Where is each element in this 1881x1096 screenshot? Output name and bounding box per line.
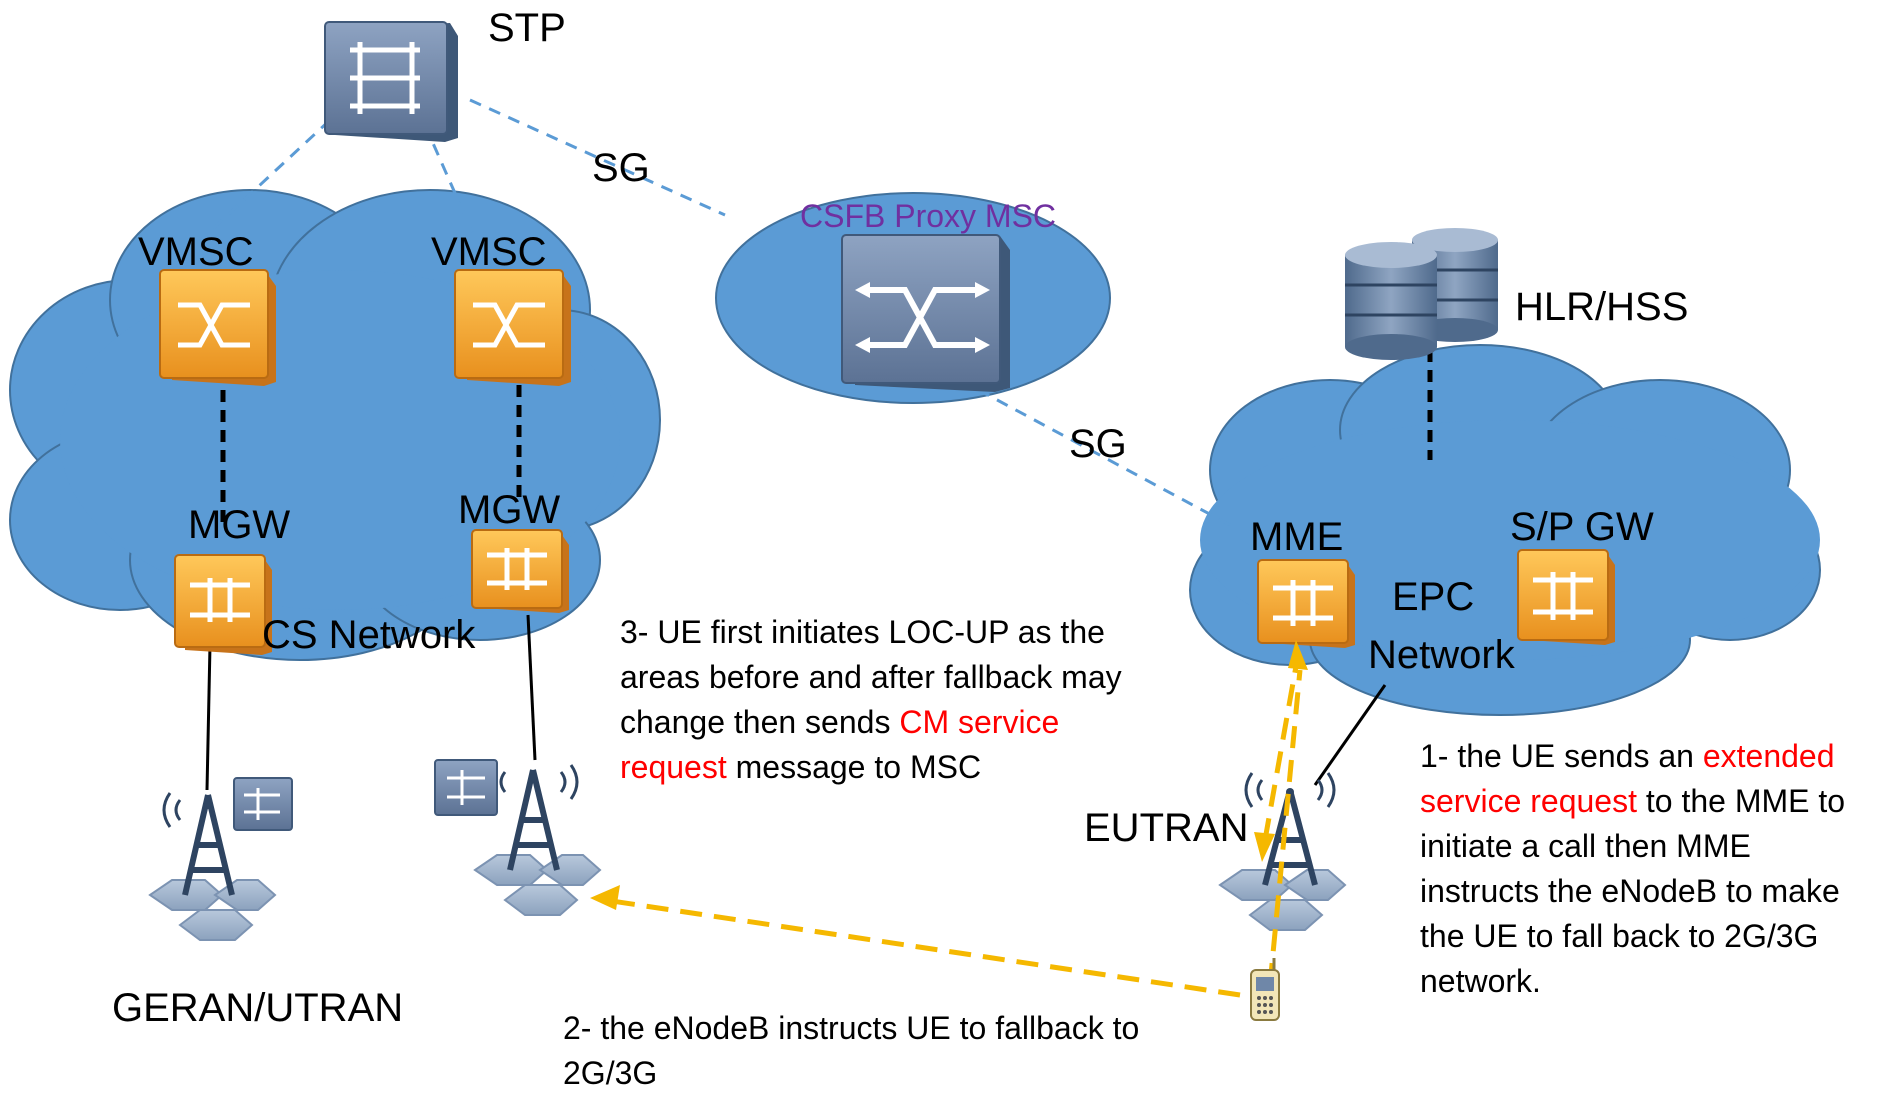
stp-label: STP bbox=[488, 6, 566, 50]
mme-label: MME bbox=[1250, 515, 1344, 559]
stp-icon[interactable] bbox=[324, 21, 458, 142]
eutran-enodeb-tower-icon[interactable] bbox=[1218, 772, 1347, 931]
step3-note: 3- UE first initiates LOC-UP as the area… bbox=[620, 610, 1140, 790]
cs-network-label: CS Network bbox=[262, 613, 476, 657]
epc-label: EPC bbox=[1392, 575, 1475, 619]
step1-prefix: 1- the UE sends an bbox=[1420, 738, 1703, 774]
sp-gw-icon[interactable] bbox=[1517, 549, 1615, 645]
epc-network-cloud bbox=[1189, 344, 1821, 716]
mgw-left-label: MGW bbox=[188, 503, 291, 547]
bsc-left-icon[interactable] bbox=[233, 777, 293, 831]
mgw-left-tower-link bbox=[205, 644, 212, 791]
geran-utran-tower-right-icon[interactable] bbox=[473, 764, 602, 916]
internal-links bbox=[220, 350, 1433, 530]
fallback-arrows bbox=[604, 654, 1303, 998]
eutran-label: EUTRAN bbox=[1084, 806, 1249, 850]
arrow-heads bbox=[590, 640, 1308, 910]
step1-suffix: to the MME to initiate a call then MME i… bbox=[1420, 783, 1846, 999]
sg-top-label: SG bbox=[592, 146, 650, 190]
mgw-right-label: MGW bbox=[458, 488, 561, 532]
mme-ue-arrow bbox=[1267, 669, 1303, 986]
vmsc-left-icon[interactable] bbox=[159, 269, 276, 386]
mgw-right-tower-link bbox=[526, 614, 537, 761]
mgw-right-icon[interactable] bbox=[471, 529, 569, 613]
step2-note: 2- the eNodeB instructs UE to fallback t… bbox=[563, 1010, 1140, 1091]
epc-eutran-link bbox=[1313, 684, 1387, 786]
step1-note: 1- the UE sends an extended service requ… bbox=[1420, 734, 1870, 1004]
sg-bottom-label: SG bbox=[1069, 422, 1127, 466]
hlr-hss-database-icon[interactable] bbox=[1345, 228, 1498, 360]
mme-icon[interactable] bbox=[1257, 559, 1355, 648]
ue-mme-arrow bbox=[1262, 654, 1301, 841]
proxy-mme-link bbox=[959, 378, 1231, 527]
step3-suffix: message to MSC bbox=[726, 749, 982, 785]
step3-highlight: CM service request bbox=[620, 704, 1060, 785]
mgw-left-icon[interactable] bbox=[174, 554, 272, 655]
geran-utran-label: GERAN/UTRAN bbox=[112, 986, 404, 1030]
csfb-proxy-msc-icon[interactable] bbox=[841, 234, 1010, 392]
signaling-links bbox=[188, 98, 1231, 527]
ue-mobile-phone-icon[interactable] bbox=[1250, 958, 1280, 1021]
vmsc-right-icon[interactable] bbox=[454, 269, 571, 386]
vmsc-right-label: VMSC bbox=[431, 230, 547, 274]
sp-gw-label: S/P GW bbox=[1510, 505, 1654, 549]
csfb-proxy-label: CSFB Proxy MSC bbox=[800, 198, 1057, 234]
stp-vmsc-left-link bbox=[188, 118, 332, 252]
epc-network-label: Network bbox=[1368, 633, 1515, 677]
vmsc-left-label: VMSC bbox=[138, 230, 254, 274]
hlr-hss-label: HLR/HSS bbox=[1515, 285, 1689, 329]
stp-proxy-link bbox=[469, 98, 726, 217]
step1-highlight: extended service request bbox=[1420, 738, 1835, 819]
step3-prefix: 3- UE first initiates LOC-UP as the area… bbox=[620, 614, 1122, 740]
geran-utran-tower-left-icon[interactable] bbox=[148, 792, 277, 941]
stp-vmsc-right-link bbox=[423, 124, 482, 251]
rnc-right-icon[interactable] bbox=[434, 759, 498, 816]
access-links bbox=[205, 614, 1387, 791]
fallback-to-geran-arrow bbox=[604, 897, 1241, 998]
